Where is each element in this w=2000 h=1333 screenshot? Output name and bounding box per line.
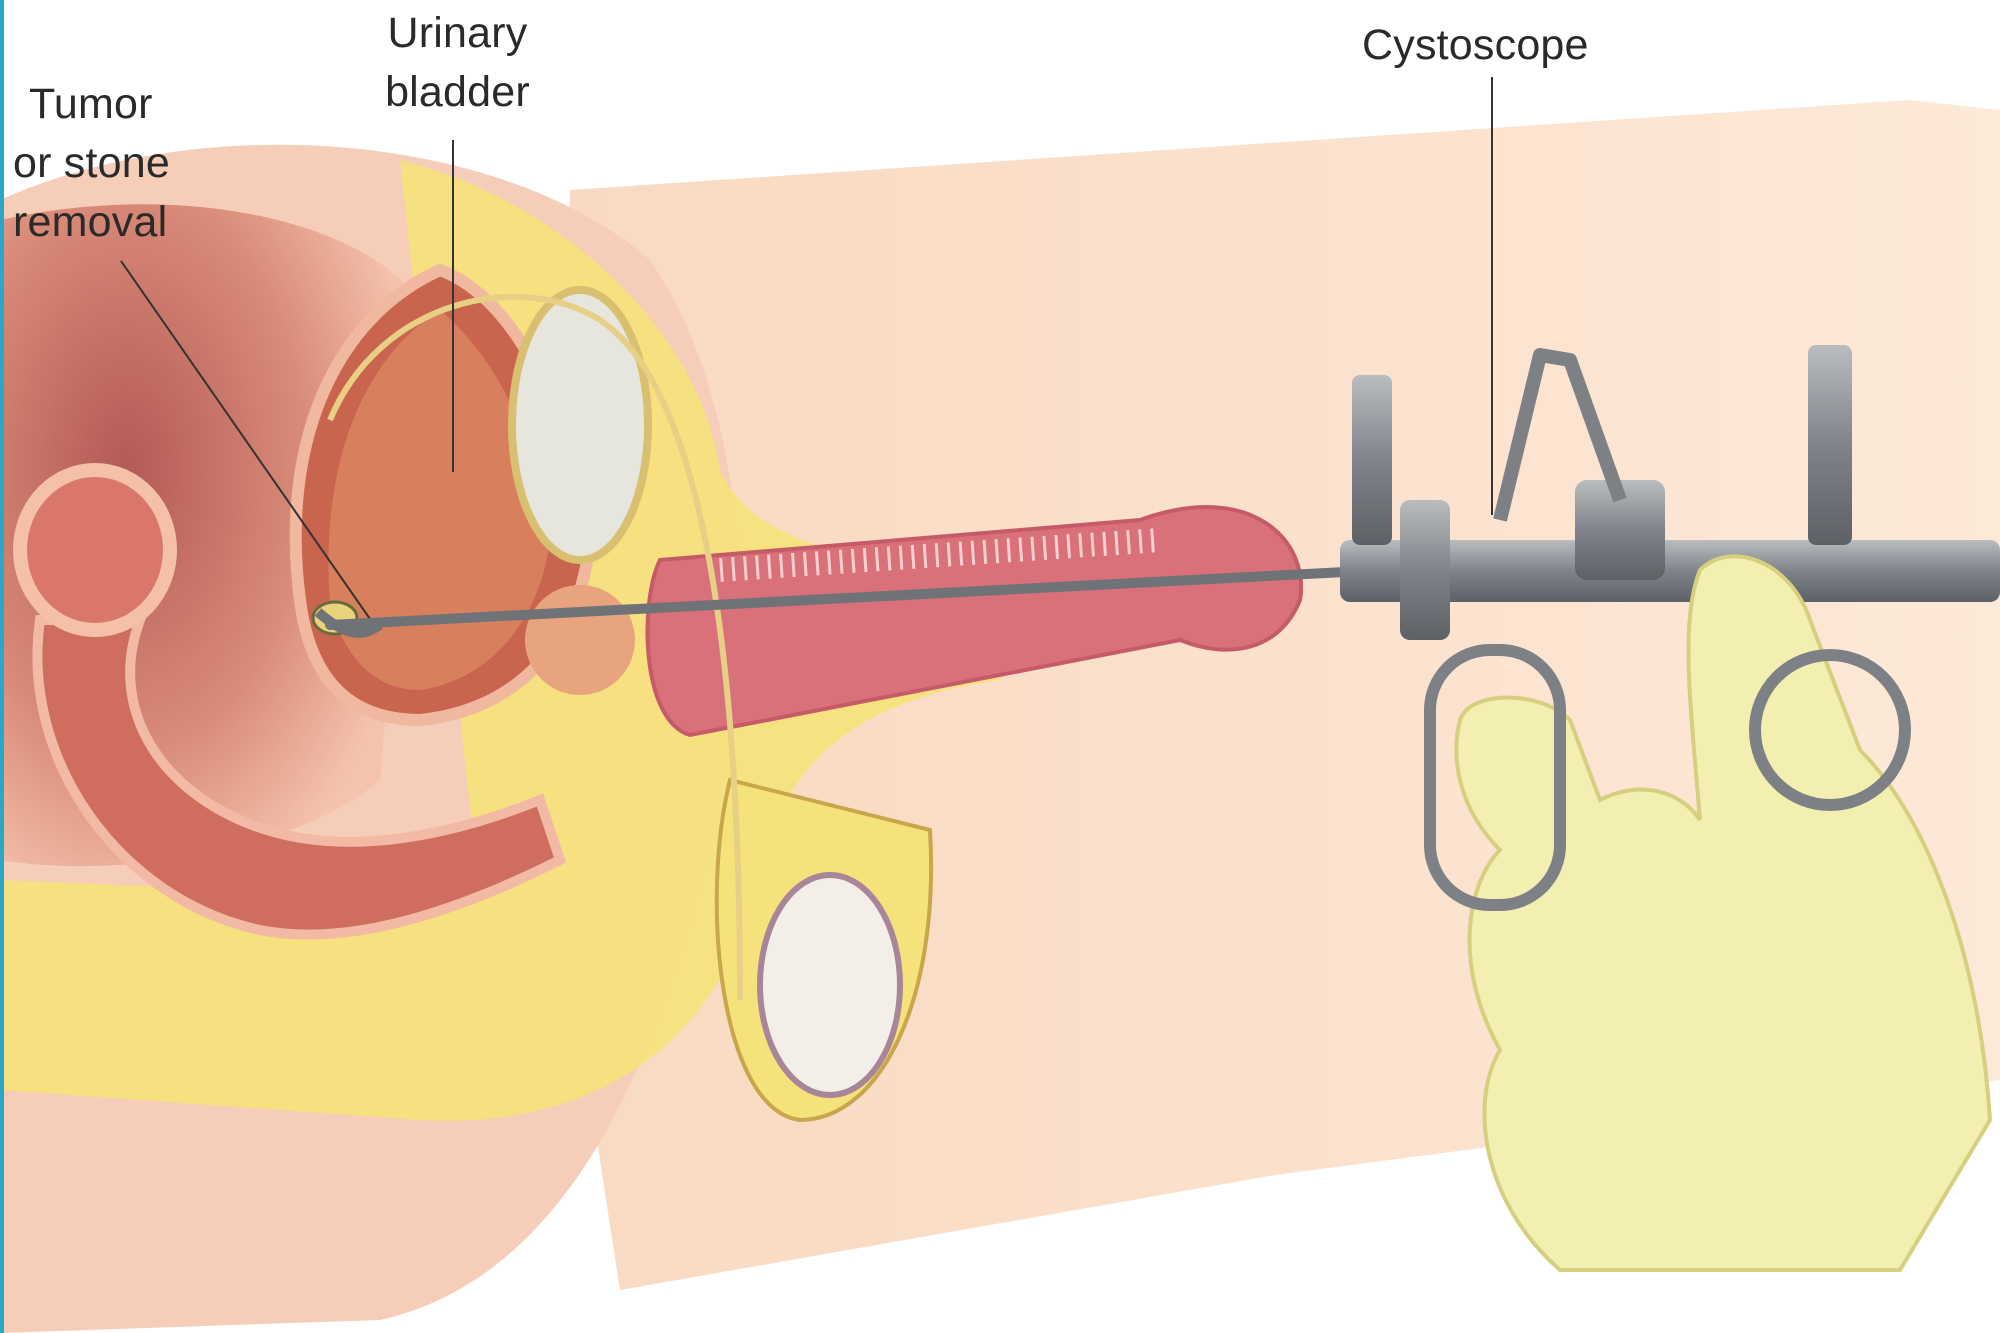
- gloved-hand: [1454, 554, 1993, 1272]
- cystoscope-valve: [1575, 480, 1665, 580]
- bladder-label-line-2: bladder: [385, 68, 530, 116]
- tumor-label-line-3: removal: [13, 198, 168, 246]
- cystoscope-label: Cystoscope: [1362, 21, 1589, 69]
- cystoscope-port-left: [1352, 375, 1392, 545]
- tumor-leader-line: [120, 260, 371, 620]
- cystoscope-finger-ring: [1424, 644, 1566, 911]
- cystoscope-lever: [1493, 348, 1627, 522]
- penis: [645, 505, 1304, 738]
- tumor-label-line-1: Tumor: [29, 80, 153, 128]
- cystoscope-tip: [314, 608, 383, 638]
- tumor-label-line-2: or stone: [13, 139, 170, 187]
- cystoscope-shaft: [325, 567, 1350, 630]
- cystoscope-thumb-ring: [1749, 649, 1911, 811]
- vas-deferens: [327, 293, 743, 1001]
- bladder-label-line-1: Urinary: [387, 9, 528, 57]
- rectum: [32, 615, 567, 940]
- testis: [757, 872, 903, 1098]
- cystoscope-collar: [1400, 500, 1450, 640]
- cystoscope-port-right: [1808, 345, 1852, 545]
- left-edge-strip: [0, 0, 4, 1333]
- prostate: [525, 585, 635, 695]
- bladder-label: Urinary bladder: [370, 4, 545, 122]
- bladder-inner: [328, 310, 550, 690]
- urethra-ridges: [719, 528, 1161, 582]
- tumor-label: Tumor or stone removal: [13, 75, 170, 252]
- pubic-bone: [508, 286, 652, 564]
- colon-section: [13, 463, 177, 637]
- cystoscope-body: [1340, 540, 2000, 602]
